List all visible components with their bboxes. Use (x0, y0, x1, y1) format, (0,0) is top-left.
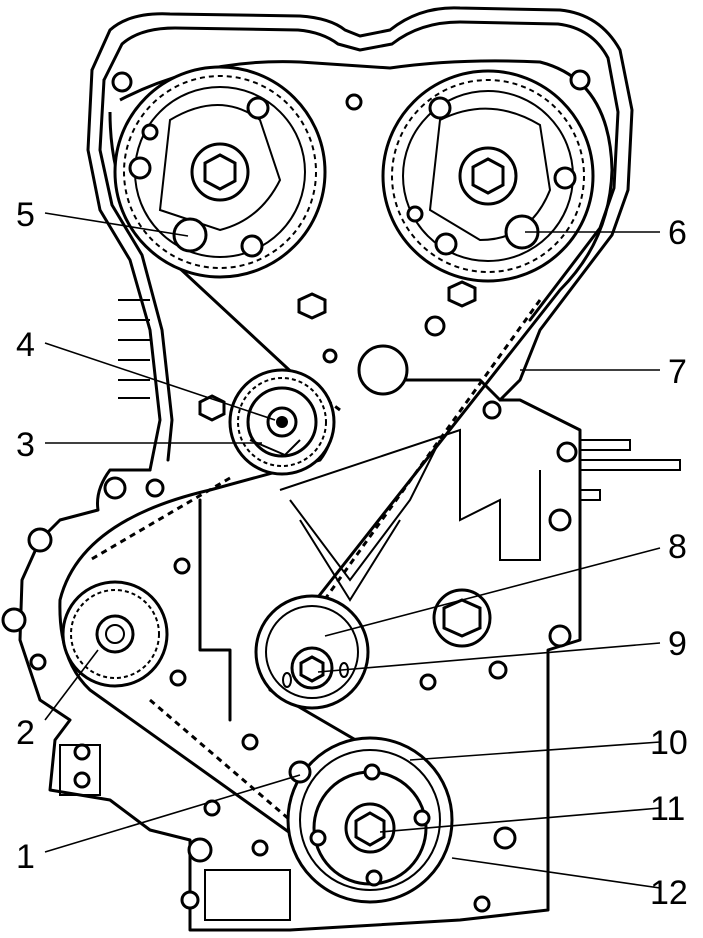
callout-10: 10 (650, 724, 688, 762)
leader-lines (44, 212, 661, 889)
tensioner-pulley (198, 368, 336, 476)
callout-5: 5 (16, 196, 35, 234)
leader-12 (451, 857, 661, 889)
left-camshaft-sprocket (113, 65, 327, 279)
block-bolts (1, 476, 572, 913)
callout-labels: 5 6 4 3 7 8 9 2 10 11 1 12 (16, 196, 688, 912)
callout-1: 1 (16, 838, 35, 876)
leader-1 (44, 774, 301, 853)
callout-4: 4 (16, 326, 35, 364)
callout-8: 8 (668, 528, 687, 566)
callout-11: 11 (650, 790, 685, 828)
engine-block-outline (18, 299, 681, 932)
idler-pulley (254, 594, 370, 710)
cover-bolts (111, 69, 591, 463)
leader-2 (44, 649, 99, 721)
leader-9 (317, 642, 661, 673)
callout-7: 7 (668, 353, 687, 391)
callout-2: 2 (16, 714, 35, 752)
leader-10 (409, 741, 661, 761)
auxiliary-pulley (61, 580, 169, 688)
callout-6: 6 (668, 214, 687, 252)
right-camshaft-sprocket (381, 69, 595, 283)
crankshaft-pulley (286, 736, 454, 904)
leader-4 (44, 342, 276, 421)
leader-8 (324, 547, 661, 637)
callout-9: 9 (668, 625, 687, 663)
leader-5 (44, 212, 189, 237)
callout-12: 12 (650, 874, 688, 912)
leader-11 (379, 807, 661, 833)
callout-3: 3 (16, 426, 35, 464)
timing-cover-outline (86, 6, 634, 472)
